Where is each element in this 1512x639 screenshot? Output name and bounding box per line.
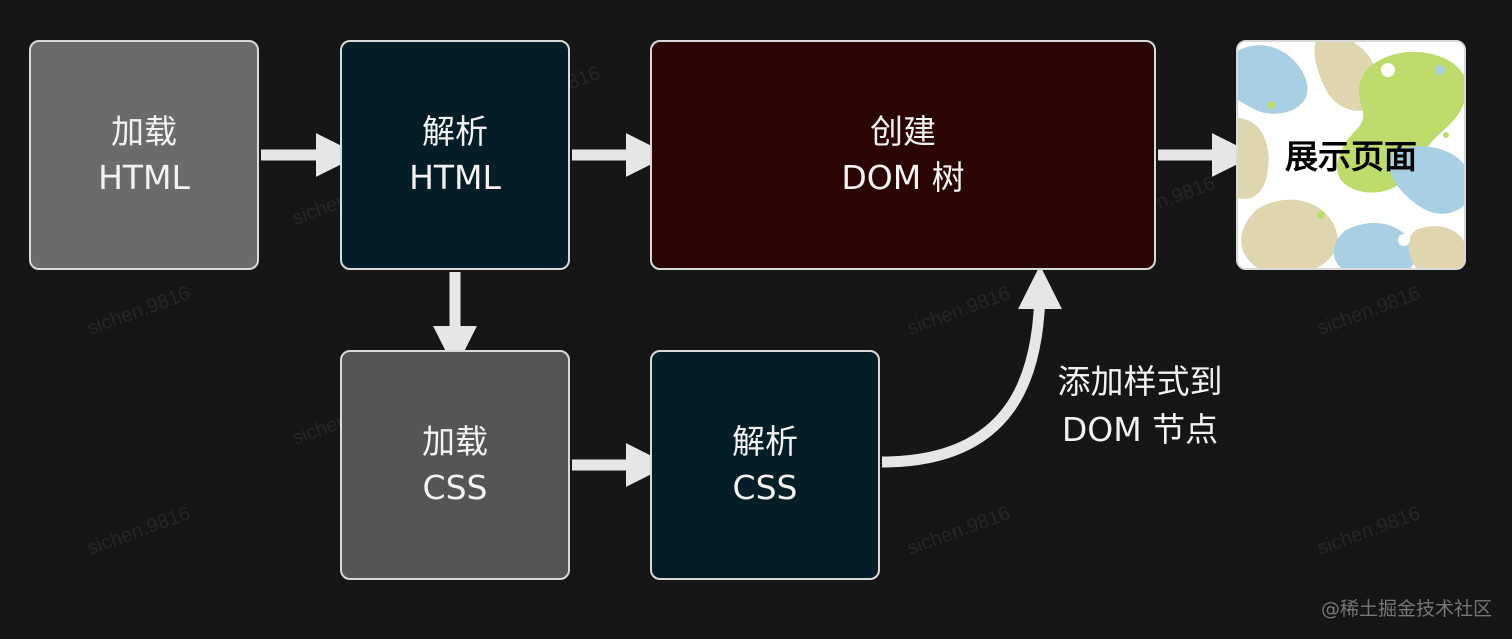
node-display-page: 展示页面 <box>1236 40 1466 270</box>
node-create-dom-line2: DOM 树 <box>841 158 965 197</box>
node-load-css: 加载 CSS <box>340 350 570 580</box>
node-parse-html: 解析 HTML <box>340 40 570 270</box>
watermark-text: sichen.9816 <box>84 282 194 340</box>
node-create-dom: 创建 DOM 树 <box>650 40 1156 270</box>
watermark-text: sichen.9816 <box>1314 282 1424 340</box>
node-load-html-line1: 加载 <box>111 111 177 151</box>
node-load-css-line2: CSS <box>422 468 488 507</box>
edge-label-line2: DOM 节点 <box>1061 409 1219 449</box>
node-parse-css: 解析 CSS <box>650 350 880 580</box>
node-parse-css-line1: 解析 <box>732 421 798 461</box>
edge-label-add-styles: 添加样式到 DOM 节点 <box>1040 358 1240 454</box>
node-parse-css-line2: CSS <box>732 468 798 507</box>
node-load-html-line2: HTML <box>98 158 190 197</box>
node-parse-html-line1: 解析 <box>422 111 488 151</box>
edge-label-line1: 添加样式到 <box>1057 362 1223 401</box>
node-parse-html-line2: HTML <box>409 158 501 197</box>
credit-watermark: @稀土掘金技术社区 <box>1320 598 1492 620</box>
watermark-text: sichen.9816 <box>1314 502 1424 560</box>
node-load-html: 加载 HTML <box>29 40 259 270</box>
watermark-text: sichen.9816 <box>904 502 1014 560</box>
node-display-page-label: 展示页面 <box>1285 137 1417 176</box>
watermark-text: sichen.9816 <box>904 282 1014 340</box>
node-create-dom-line1: 创建 <box>870 111 936 151</box>
page-illustration <box>1238 42 1464 268</box>
node-load-css-line1: 加载 <box>422 421 488 461</box>
watermark-text: sichen.9816 <box>84 502 194 560</box>
